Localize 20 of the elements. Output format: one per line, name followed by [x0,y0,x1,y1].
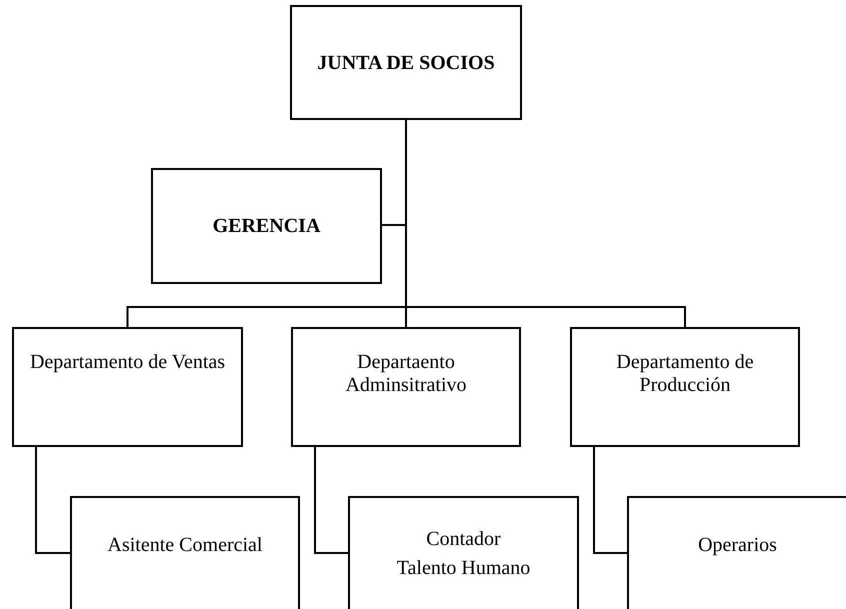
box-label: Departamento de Ventas [30,351,226,374]
org-box [70,496,300,609]
connector-line [593,447,627,554]
box-label: Asitente Comercial [108,534,262,557]
org-box [290,5,522,120]
box-label: Contador [426,528,501,550]
box-label: Operarios [698,534,777,557]
org-box [291,327,521,447]
org-box [627,496,846,609]
box-label: Talento Humano [396,556,530,580]
org-box [348,496,579,609]
org-box [570,327,800,447]
box-label: Departamento de Producción [615,351,755,397]
box-label: GERENCIA [212,214,320,238]
org-box [151,168,382,284]
box-label: Departaento Adminsitrativo [344,351,468,397]
box-label: JUNTA DE SOCIOS [317,52,495,75]
connector-line [314,447,348,554]
connector-line [35,447,70,554]
org-box [12,327,243,447]
